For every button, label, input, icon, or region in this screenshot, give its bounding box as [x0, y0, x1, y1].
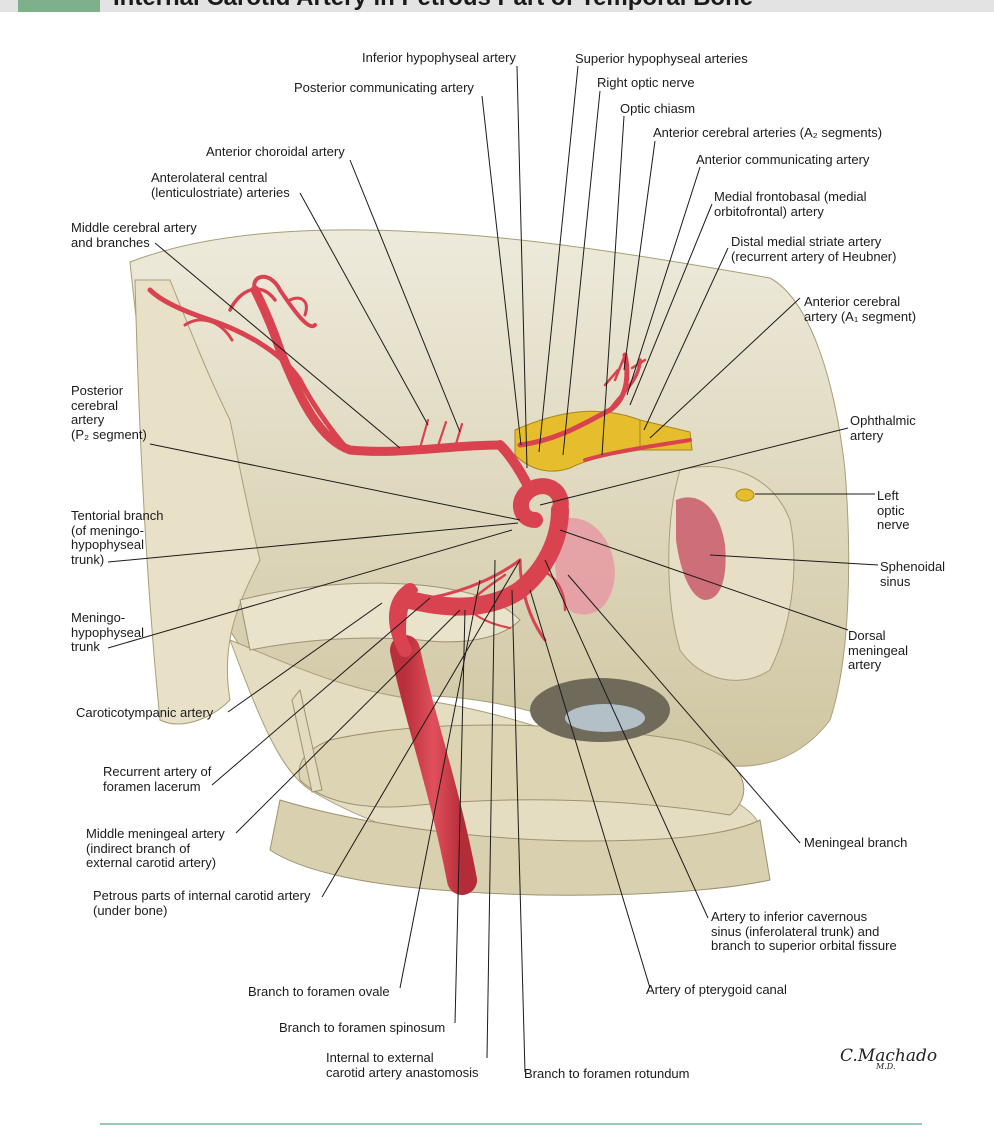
label-petrous-parts-internal-carotid: Petrous parts of internal carotid artery…	[93, 888, 311, 918]
label-anterior-choroidal-artery: Anterior choroidal artery	[206, 144, 345, 159]
plate-title: Internal Carotid Artery in Petrous Part …	[113, 0, 753, 10]
label-branch-foramen-rotundum: Branch to foramen rotundum	[524, 1066, 690, 1081]
plate-number-tab: 4.15	[18, 0, 100, 12]
footer-rule	[100, 1123, 922, 1125]
arteries	[147, 274, 692, 895]
label-branch-foramen-ovale: Branch to foramen ovale	[248, 984, 390, 999]
label-anterolateral-central-arteries: Anterolateral central(lenticulostriate) …	[151, 170, 290, 200]
label-meningeal-branch: Meningeal branch	[804, 835, 908, 850]
label-branch-foramen-spinosum: Branch to foramen spinosum	[279, 1020, 446, 1035]
label-distal-medial-striate-artery: Distal medial striate artery(recurrent a…	[731, 234, 897, 264]
label-anterior-communicating-artery: Anterior communicating artery	[696, 152, 870, 167]
label-superior-hypophyseal-arteries: Superior hypophyseal arteries	[575, 51, 748, 66]
skull-base-bone	[129, 229, 850, 896]
label-inferior-hypophyseal-artery: Inferior hypophyseal artery	[362, 50, 516, 65]
sphenoidal-sinus	[555, 497, 726, 615]
label-optic-chiasm: Optic chiasm	[620, 101, 696, 116]
label-artery-pterygoid-canal: Artery of pterygoid canal	[646, 982, 787, 997]
label-right-optic-nerve: Right optic nerve	[597, 75, 695, 90]
label-caroticotympanic-artery: Caroticotympanic artery	[76, 705, 214, 720]
leader-lines	[107, 65, 879, 1073]
label-middle-meningeal-artery: Middle meningeal artery(indirect branch …	[86, 826, 225, 870]
label-posterior-communicating-artery: Posterior communicating artery	[294, 80, 474, 95]
header-bar	[0, 0, 994, 12]
label-anterior-cerebral-arteries-a2: Anterior cerebral arteries (A₂ segments)	[653, 125, 883, 140]
